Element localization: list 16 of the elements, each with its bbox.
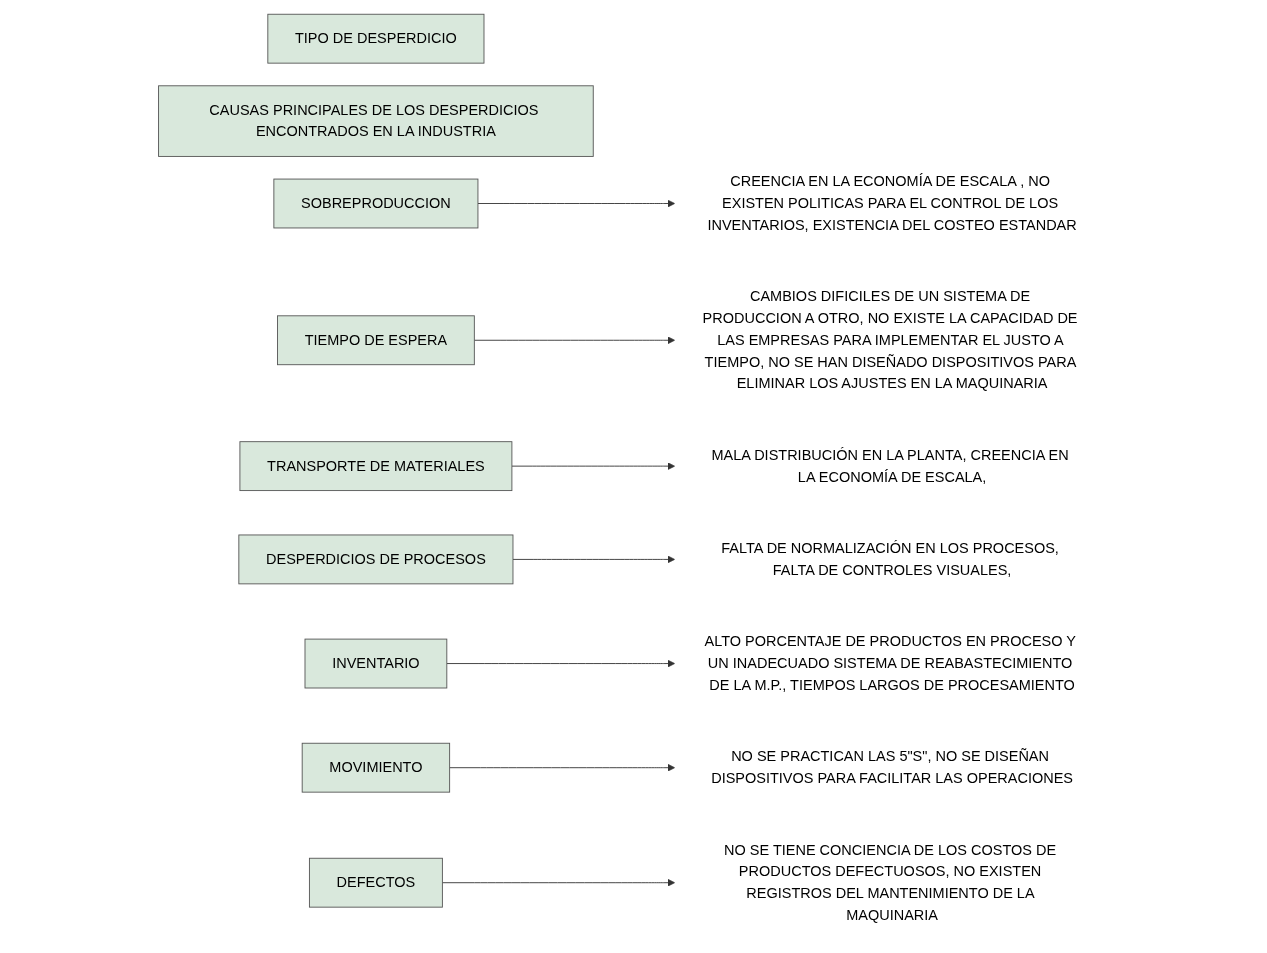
node-box: INVENTARIO: [304, 638, 447, 688]
node-box: DEFECTOS: [308, 857, 443, 908]
node-box: CAUSAS PRINCIPALES DE LOS DESPERDICIOS ENCONTRADOS EN LA INDUSTRIA: [157, 84, 594, 157]
node-text: ALTO PORCENTAJE DE PRODUCTOS EN PROCESO Y UN INADECUADO SISTEMA DE REABASTECIMIENTO DE LA M.P., TIEMPOS LARGOS DE PROCESAMIENTO: [703, 633, 1076, 693]
node-text: NO SE PRACTICAN LAS 5"S", NO SE DISEÑAN DISPOSITIVOS PARA FACILITAR LAS OPERACIONES: [710, 748, 1073, 786]
node-text: FALTA DE NORMALIZACIÓN EN LOS PROCESOS, FALTA DE CONTROLES VISUALES,: [720, 539, 1059, 578]
node-box: SOBREPRODUCCION: [272, 178, 478, 228]
node-text: NO SE TIENE CONCIENCIA DE LOS COSTOS DE PRODUCTOS DEFECTUOSOS, NO EXISTEN REGISTROS DEL MANTENIMIENTO DE LA MAQUINARIA: [723, 841, 1056, 923]
node-text: CREENCIA EN LA ECONOMÍA DE ESCALA , NO EXISTEN POLITICAS PARA EL CONTROL DE LOS INVENTARIOS, EXISTENCIA DEL COSTEO ESTANDAR: [706, 173, 1077, 232]
node-box: TRANSPORTE DE MATERIALES: [238, 440, 512, 491]
node-text: MALA DISTRIBUCIÓN EN LA PLANTA, CREENCIA EN LA ECONOMÍA DE ESCALA,: [710, 446, 1069, 484]
node-box: TIPO DE DESPERDICIO: [266, 13, 484, 64]
node-box: DESPERDICIOS DE PROCESOS: [237, 534, 513, 584]
node-text: CAMBIOS DIFICILES DE UN SISTEMA DE PRODUCCION A OTRO, NO EXISTE LA CAPACIDAD DE LAS EMPRESAS PARA IMPLEMENTAR EL JUSTO A TIEMPO, NO SE HAN DISEÑADO DISPOSITIVOS PARA ELIMINAR LOS AJUSTES EN LA MAQUINARIA: [702, 288, 1078, 391]
node-box: MOVIMIENTO: [301, 742, 450, 793]
node-box: TIEMPO DE ESPERA: [276, 314, 475, 365]
